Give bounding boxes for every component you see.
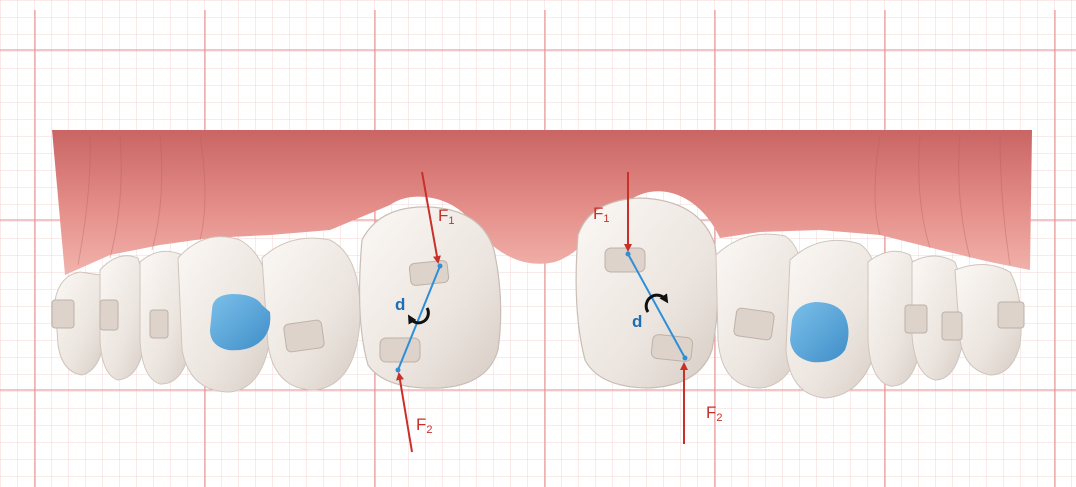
- distance-label-right: d: [632, 312, 642, 331]
- distance-label-left: d: [395, 295, 405, 314]
